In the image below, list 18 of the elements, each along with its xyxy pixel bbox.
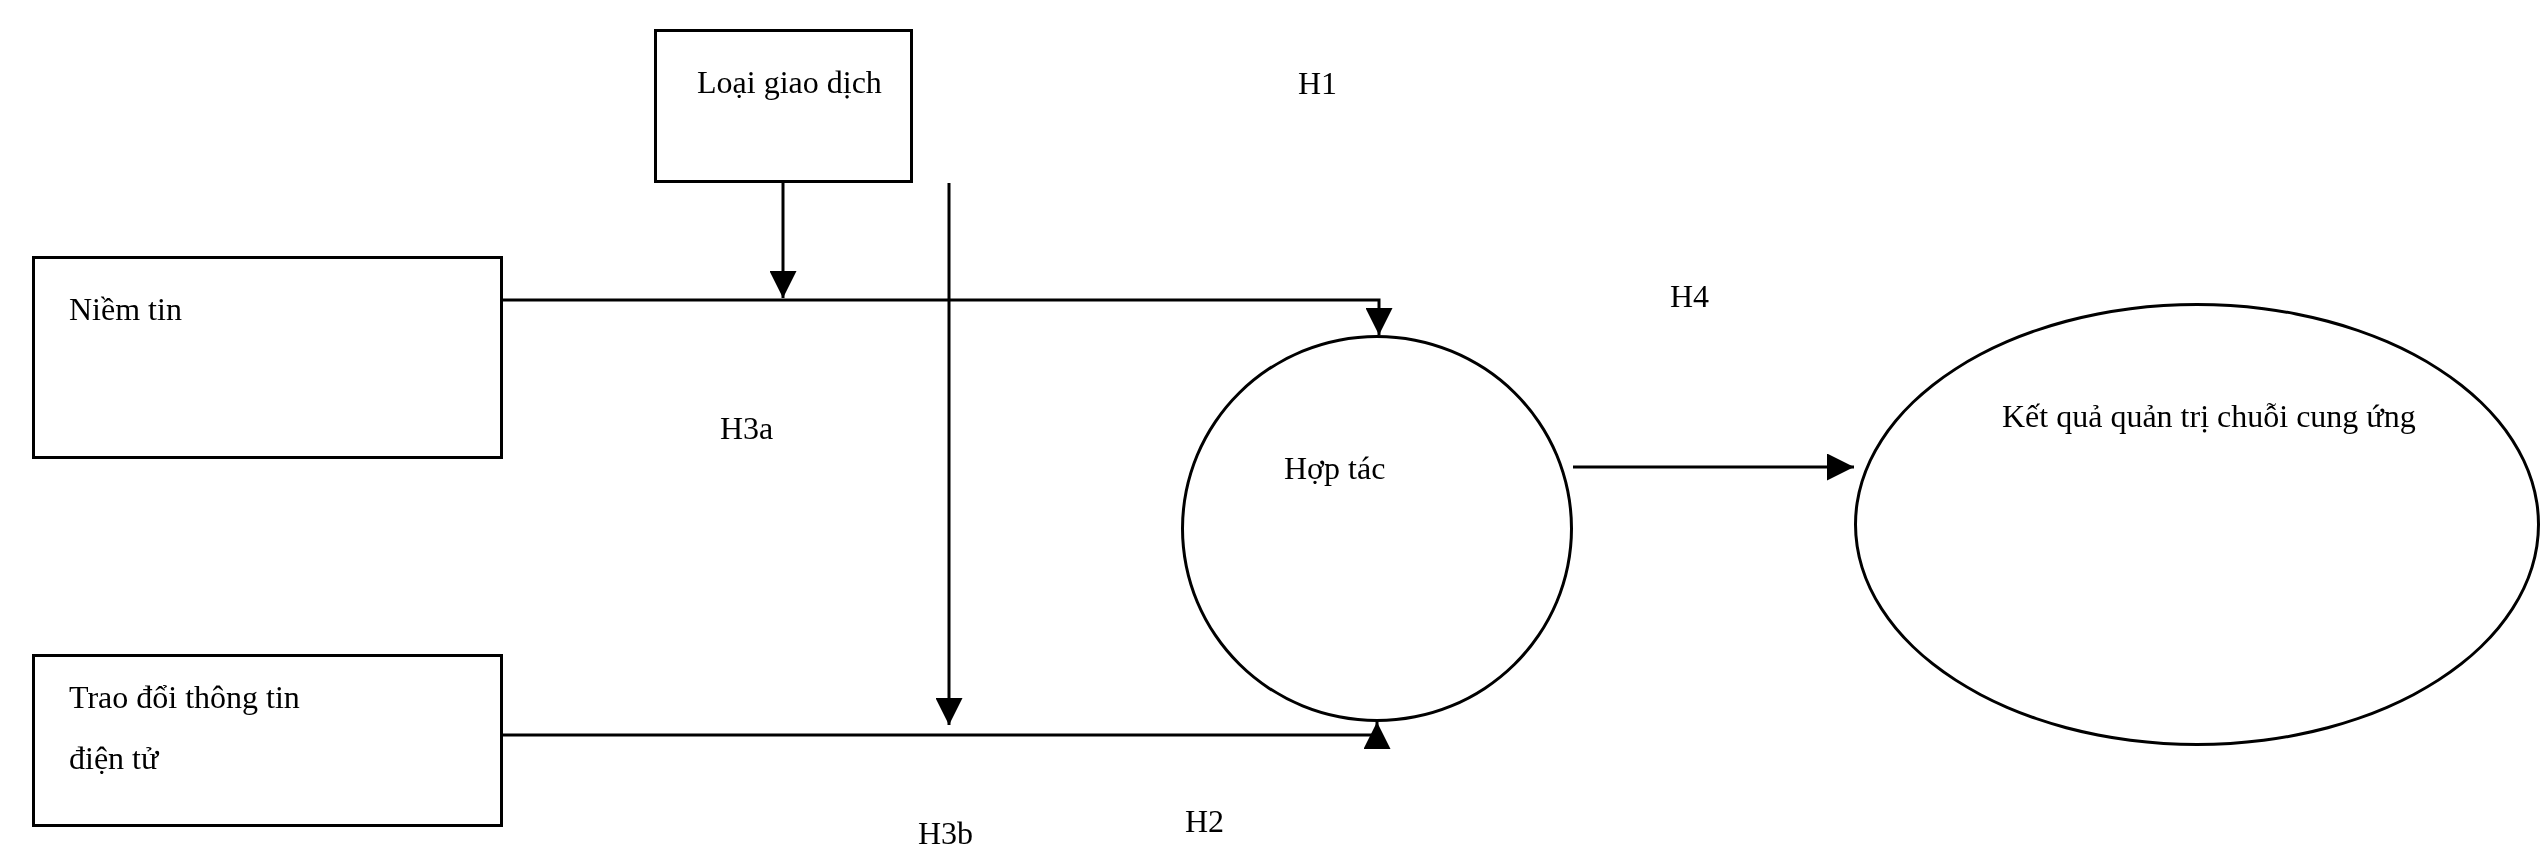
arrow [503,298,1393,335]
node-label: Hợp tác [1284,449,1387,488]
node-label: Niềm tin [69,290,183,329]
hypothesis-label: H3a [720,410,774,447]
hypothesis-label: H3b [918,815,974,852]
arrow [935,183,963,725]
process-box [32,654,503,827]
node-label: Trao đổi thông tin điện tử [69,678,301,778]
hypothesis-label: H1 [1298,65,1338,102]
arrow [769,183,797,298]
process-box [654,29,913,183]
arrow [1573,453,1854,481]
hypothesis-label: H4 [1670,278,1710,315]
arrow [503,722,1391,749]
process-box [32,256,503,459]
node-label: Loại giao dịch [697,63,883,102]
node-label: Kết quả quản trị chuỗi cung ứng [2002,397,2417,436]
hypothesis-label: H2 [1185,803,1225,840]
